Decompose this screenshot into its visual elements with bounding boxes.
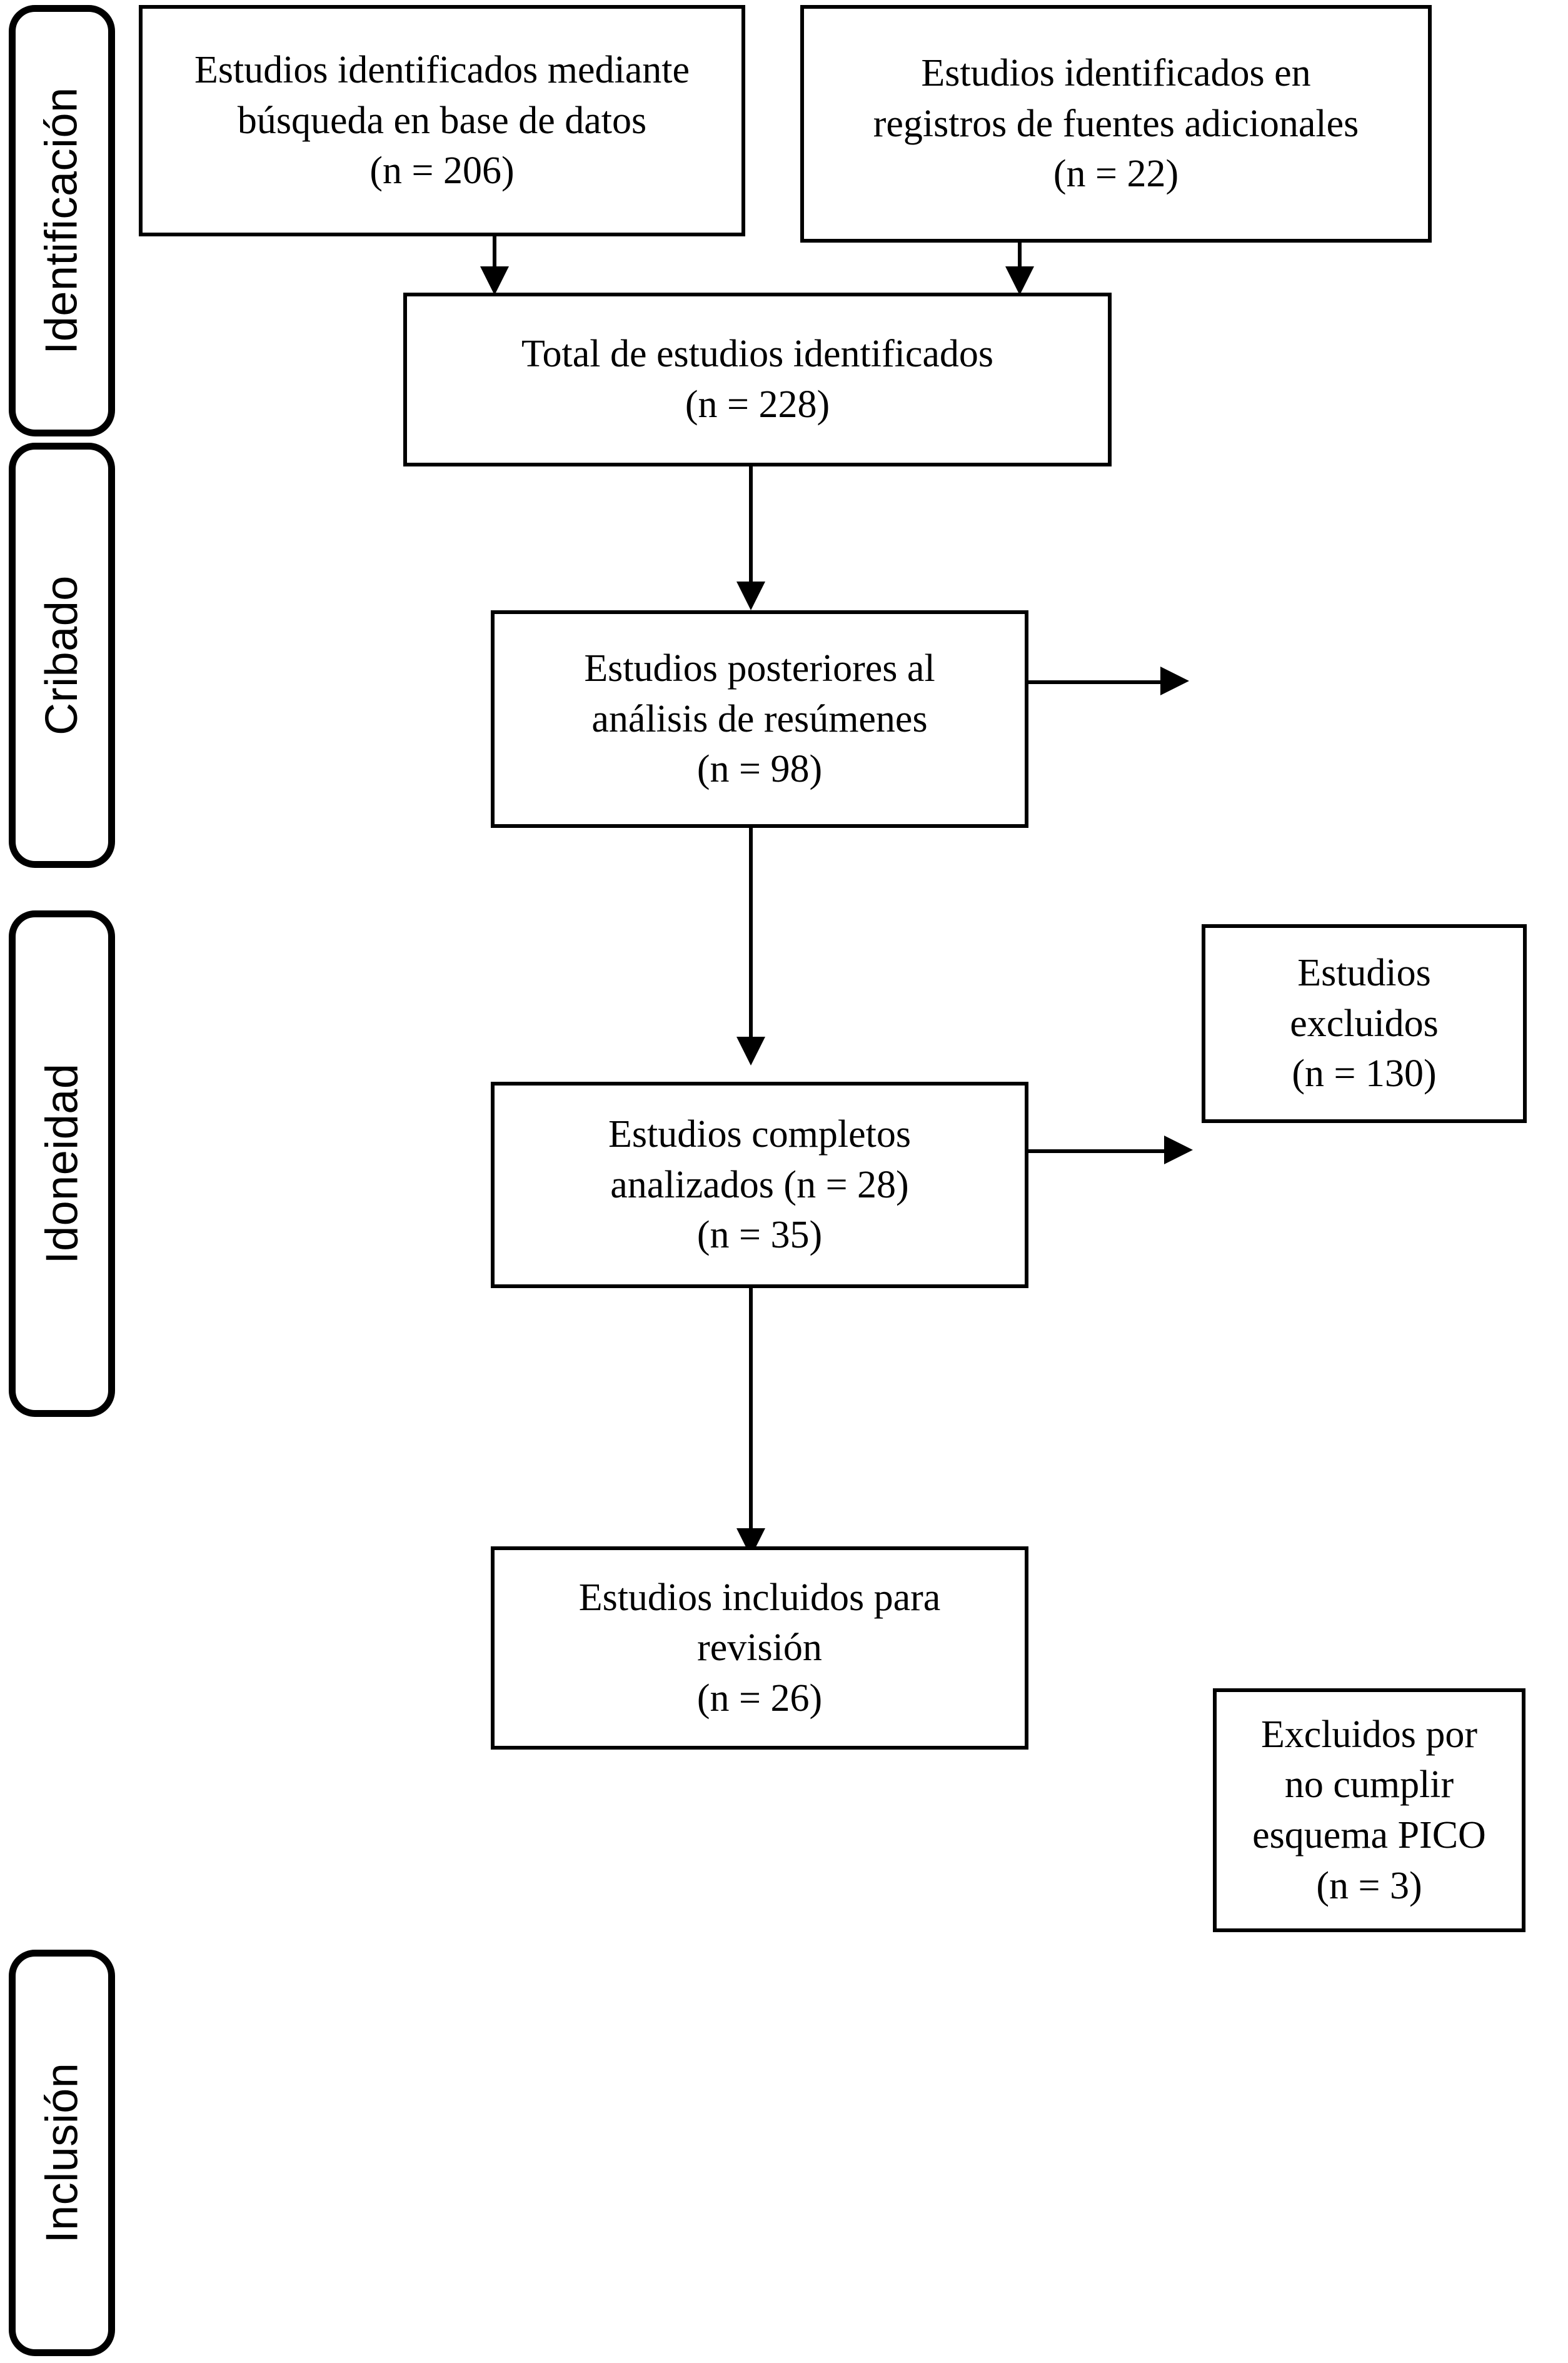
box-full-text-assessed: Estudios completos analizados (n = 28) (… xyxy=(491,1082,1028,1288)
box-included-for-review-text: Estudios incluidos para revisión (n = 26… xyxy=(578,1576,941,1720)
box-additional-sources: Estudios identificados en registros de f… xyxy=(800,5,1432,243)
box-database-search-text: Estudios identificados mediante búsqueda… xyxy=(194,49,690,193)
box-full-text-assessed-text: Estudios completos analizados (n = 28) (… xyxy=(608,1113,911,1257)
stage-label-cribado: Cribado xyxy=(9,443,115,868)
box-excluded-pico-text: Excluidos por no cumplir esquema PICO (n… xyxy=(1252,1713,1486,1907)
arrowhead-additional-to-total xyxy=(1005,266,1034,295)
connector-database-to-total xyxy=(493,236,496,275)
stage-label-identificacion-text: Identificación xyxy=(37,87,88,355)
box-additional-sources-text: Estudios identificados en registros de f… xyxy=(873,52,1359,196)
box-excluded-pico: Excluidos por no cumplir esquema PICO (n… xyxy=(1213,1688,1525,1932)
stage-label-idoneidad: Idoneidad xyxy=(9,910,115,1417)
stage-label-inclusion: Inclusión xyxy=(9,1950,115,2356)
box-excluded-studies: Estudios excluidos (n = 130) xyxy=(1202,924,1527,1123)
box-after-abstract-screening-text: Estudios posteriores al análisis de resú… xyxy=(584,647,935,791)
connector-screening-to-right xyxy=(1028,680,1163,684)
box-total-identified-text: Total de estudios identificados (n = 228… xyxy=(521,333,993,426)
box-after-abstract-screening: Estudios posteriores al análisis de resú… xyxy=(491,610,1028,828)
stage-label-cribado-text: Cribado xyxy=(37,575,88,735)
connector-fulltext-to-excluded xyxy=(1028,1149,1166,1153)
connector-additional-to-total xyxy=(1018,243,1022,275)
connector-total-to-screening xyxy=(749,466,753,585)
box-database-search: Estudios identificados mediante búsqueda… xyxy=(139,5,745,236)
arrowhead-fulltext-to-excluded xyxy=(1164,1136,1193,1164)
connector-fulltext-to-included xyxy=(749,1288,753,1532)
box-total-identified: Total de estudios identificados (n = 228… xyxy=(403,293,1112,466)
box-included-for-review: Estudios incluidos para revisión (n = 26… xyxy=(491,1546,1028,1750)
arrowhead-total-to-screening xyxy=(736,582,765,610)
stage-label-identificacion: Identificación xyxy=(9,5,115,436)
stage-label-inclusion-text: Inclusión xyxy=(37,2062,88,2244)
arrowhead-screening-to-fulltext xyxy=(736,1037,765,1066)
stage-label-idoneidad-text: Idoneidad xyxy=(37,1063,87,1264)
box-excluded-studies-text: Estudios excluidos (n = 130) xyxy=(1290,952,1439,1096)
arrowhead-database-to-total xyxy=(480,266,509,295)
arrowhead-screening-to-right xyxy=(1160,667,1189,695)
connector-screening-to-fulltext xyxy=(749,828,753,1040)
